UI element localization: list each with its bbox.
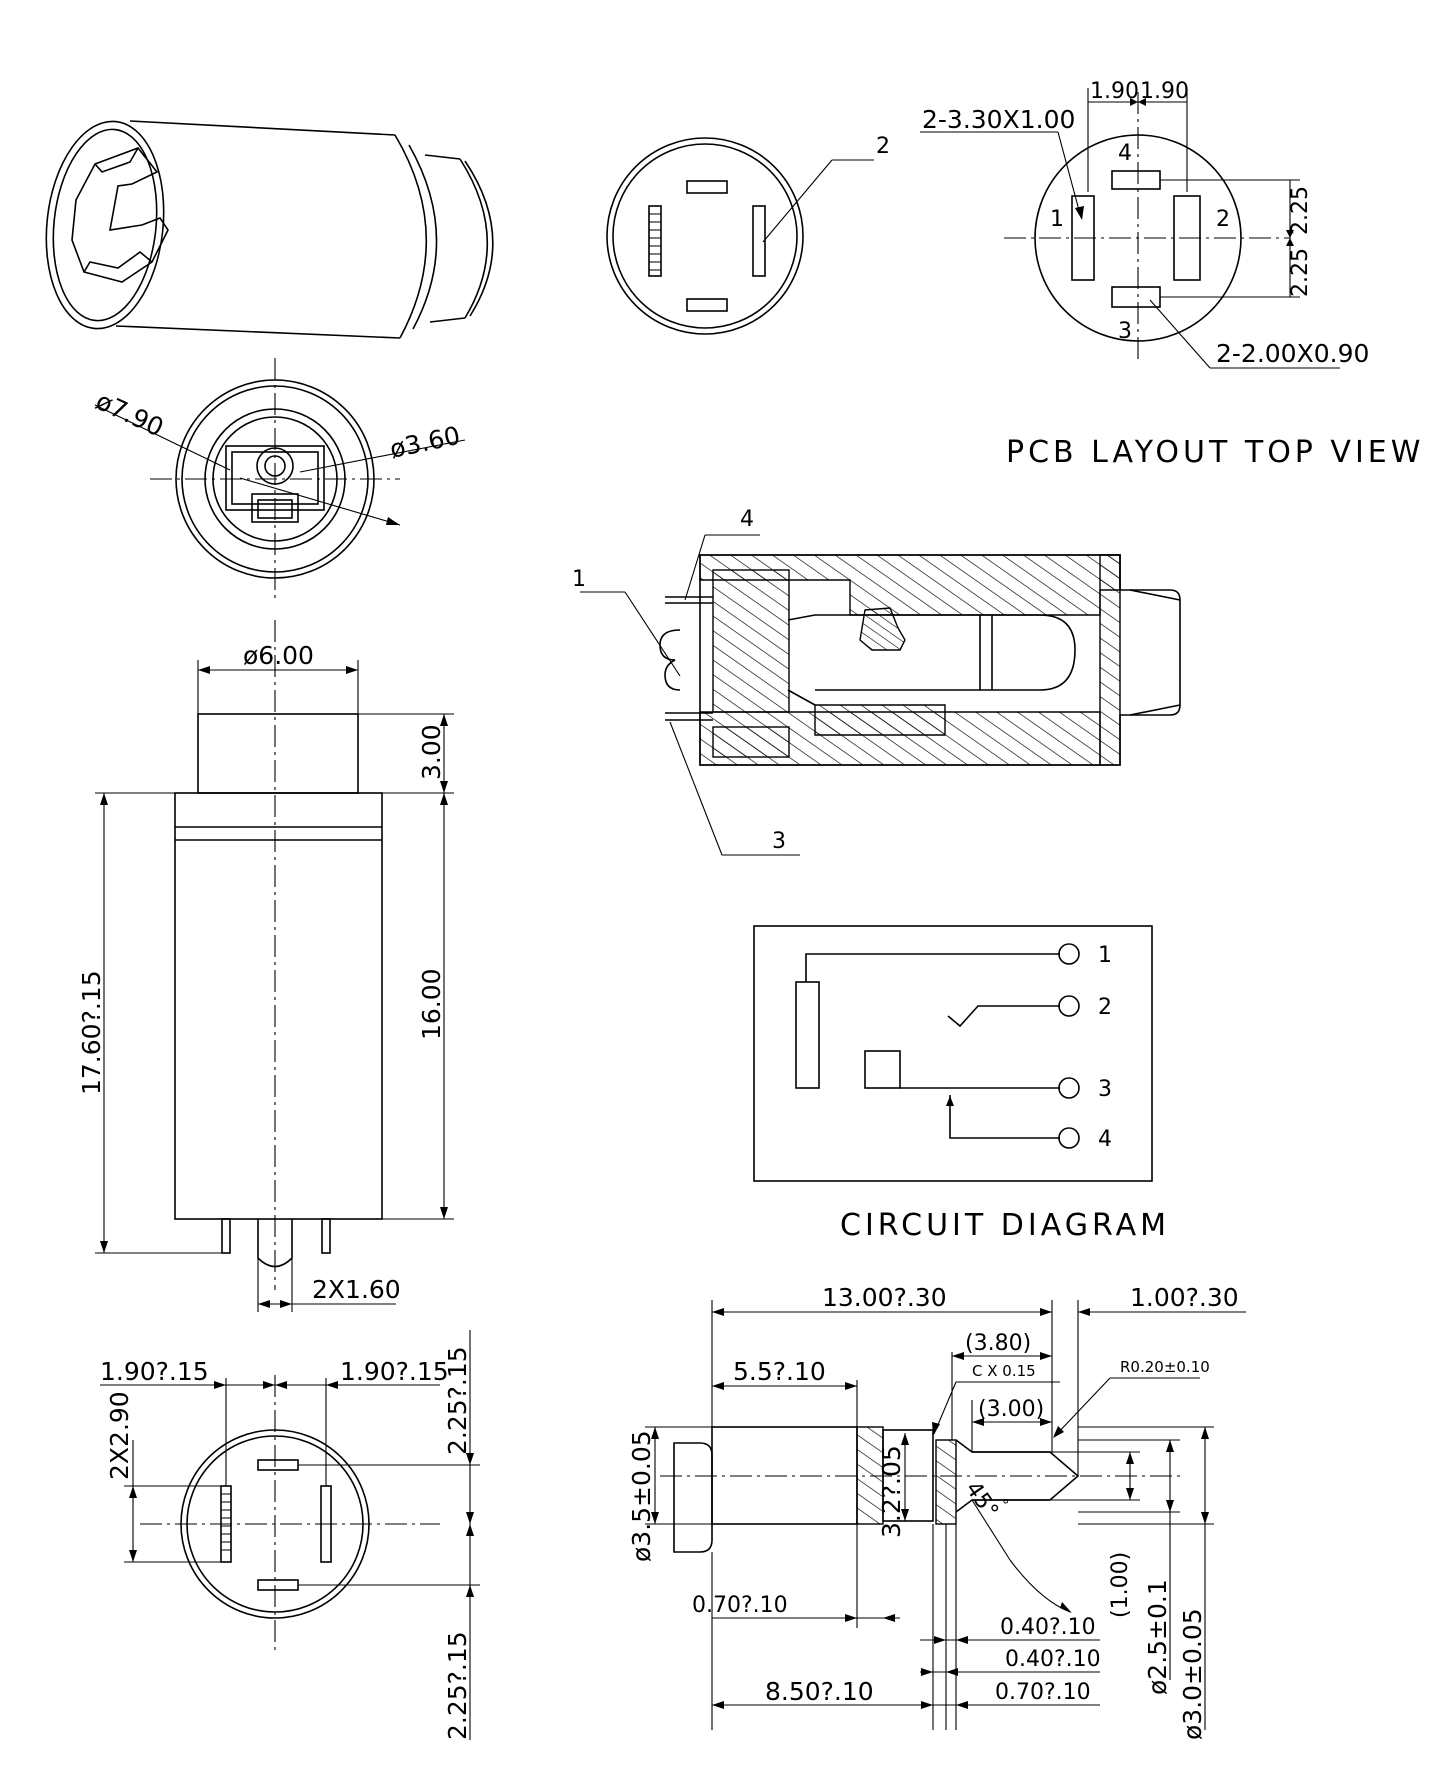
- front-view: 2: [606, 134, 890, 335]
- plug-dim-380: (3.80): [965, 1331, 1031, 1356]
- pcb-dim-side-1: 2.25: [1288, 186, 1313, 235]
- pcb-dim-top-2: 1.90: [1140, 79, 1189, 104]
- side-total-len: 17.60?.15: [77, 970, 106, 1095]
- bottom-view: 1.90?.15 1.90?.15 2X2.90 2.25?.15 2.25?.…: [100, 1330, 480, 1740]
- circuit-pin-1: 1: [1098, 943, 1112, 968]
- circuit-pin-2: 2: [1098, 995, 1112, 1020]
- side-pin-pitch: 2X1.60: [312, 1275, 401, 1304]
- pcb-pad-small: 2-2.00X0.90: [1216, 339, 1369, 368]
- plug-angle: 45°: [960, 1477, 1003, 1523]
- plug-dim-070a: 0.70?.10: [692, 1593, 788, 1618]
- plug-dia-30: ø3.0±0.05: [1178, 1608, 1207, 1740]
- side-view: ø6.00 3.00 16.00 17.60?.15 2X1.60: [77, 620, 454, 1312]
- section-callout-3: 3: [772, 829, 786, 854]
- plug-dim-100: (1.00): [1108, 1552, 1133, 1618]
- pcb-pad-large: 2-3.30X1.00: [922, 105, 1075, 134]
- pcb-pin-1: 1: [1050, 207, 1064, 232]
- bottom-dim-top: 2.25?.15: [443, 1346, 472, 1455]
- plug-dim-040a: 0.40?.10: [1000, 1615, 1096, 1640]
- front-callout-2: 2: [876, 134, 890, 159]
- plug-dim-300: (3.00): [978, 1397, 1044, 1422]
- bottom-dim-right: 1.90?.15: [340, 1357, 449, 1386]
- plug-dim-850: 8.50?.10: [765, 1677, 874, 1706]
- section-callout-1: 1: [572, 567, 586, 592]
- plug-dim-55: 5.5?.10: [733, 1357, 826, 1386]
- plug-dia-32: 3.2?.05: [877, 1445, 906, 1538]
- plug-dia-35: ø3.5±0.05: [627, 1430, 656, 1562]
- bottom-dim-left: 1.90?.15: [100, 1357, 209, 1386]
- pcb-pin-3: 3: [1118, 319, 1132, 344]
- plug-deg-mark: °: [1002, 1496, 1010, 1514]
- pcb-dim-side-2: 2.25: [1288, 248, 1313, 297]
- plug-radius: R0.20±0.10: [1120, 1358, 1210, 1376]
- plug-dim-070b: 0.70?.10: [995, 1680, 1091, 1705]
- side-head-len: 3.00: [417, 724, 446, 780]
- plug-len-total: 13.00?.30: [822, 1283, 947, 1312]
- pcb-dim-top-1: 1.90: [1090, 79, 1139, 104]
- bottom-dim-vert: 2X2.90: [105, 1391, 134, 1480]
- pcb-layout-title: PCB LAYOUT TOP VIEW: [1006, 435, 1424, 470]
- circuit-pin-4: 4: [1098, 1127, 1112, 1152]
- section-callout-4: 4: [740, 507, 754, 532]
- plug-chamfer: C X 0.15: [972, 1362, 1036, 1380]
- plug-dim-040b: 0.40?.10: [1005, 1647, 1101, 1672]
- side-body-len: 16.00: [417, 968, 446, 1040]
- pcb-pin-4: 4: [1118, 141, 1132, 166]
- plug-len-tip: 1.00?.30: [1130, 1283, 1239, 1312]
- side-head-dia: ø6.00: [243, 641, 314, 670]
- bottom-dim-bottom: 2.25?.15: [443, 1631, 472, 1740]
- circuit-title: CIRCUIT DIAGRAM: [840, 1208, 1170, 1243]
- end-outer-dia: ø7.90: [91, 386, 168, 442]
- plug-detail-view: ° 45° 13.00?.30 1.00?.30 (3.80) (3.00) C…: [627, 1283, 1246, 1740]
- pcb-pin-2: 2: [1216, 207, 1230, 232]
- end-inner-dia: ø3.60: [387, 421, 462, 464]
- circuit-diagram: 1 2 3 4 CIRCUIT DIAGRAM: [753, 925, 1170, 1243]
- pcb-layout-top-view: 1.90 1.90 2.25 2.25 2-3.30X1.00 2-2.00X0…: [920, 79, 1424, 470]
- plug-dia-25: ø2.5±0.1: [1143, 1579, 1172, 1695]
- isometric-view: [45, 120, 494, 339]
- section-view: 4 1 3: [572, 507, 1181, 856]
- end-view: ø7.90 ø3.60: [91, 358, 466, 600]
- circuit-pin-3: 3: [1098, 1077, 1112, 1102]
